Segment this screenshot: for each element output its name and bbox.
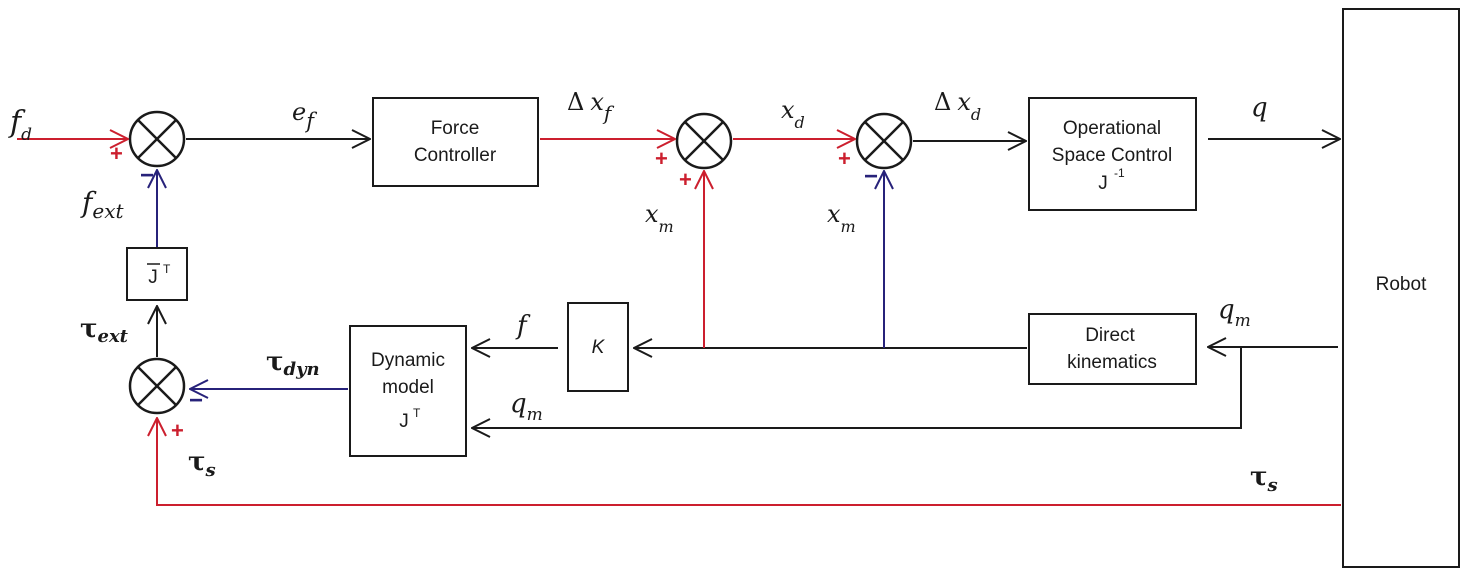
operational-space-control-block: Operational Space Control J -1 xyxy=(1028,97,1197,211)
label-tau-s-2: τs xyxy=(1250,462,1278,496)
plus-sign-fd: + xyxy=(110,141,123,166)
summing-junction-position-1 xyxy=(675,112,733,170)
minus-sign-xm-2: − xyxy=(864,163,878,190)
force-controller-line1: Force xyxy=(431,118,480,139)
dynamic-model-line2: model xyxy=(382,377,434,398)
label-fext: fext xyxy=(80,186,124,223)
qm-to-dynamic-model-arrow xyxy=(472,347,1242,428)
jbar-j: J xyxy=(148,267,158,288)
minus-sign-fext: − xyxy=(140,162,154,189)
plus-sign-delta-xf: + xyxy=(655,146,668,171)
op-space-line1: Operational xyxy=(1063,118,1161,139)
robot-block: Robot xyxy=(1342,8,1460,568)
dynamic-model-line1: Dynamic xyxy=(371,350,445,371)
label-tau-ext: τext xyxy=(80,314,129,347)
gain-k-block: K xyxy=(567,302,629,392)
jbar-transpose-sup: T xyxy=(163,262,171,276)
label-q: q xyxy=(1251,93,1268,123)
minus-sign-tau-dyn: − xyxy=(189,387,203,414)
dynamic-model-j: J xyxy=(399,411,409,432)
label-tau-s-1: τs xyxy=(188,447,216,481)
label-ef: ef xyxy=(292,98,317,133)
robot-label: Robot xyxy=(1376,274,1427,295)
dynamic-model-transpose: T xyxy=(413,406,421,420)
direct-kinematics-block: Direct kinematics xyxy=(1028,313,1197,385)
label-xd: xd xyxy=(781,96,805,132)
gain-k-label: K xyxy=(592,337,606,358)
op-space-line2: Space Control xyxy=(1052,145,1172,166)
force-controller-block: Force Controller xyxy=(372,97,539,187)
label-qm-1: qm xyxy=(1218,295,1251,331)
label-fd: fd xyxy=(8,105,32,145)
plus-sign-xd: + xyxy=(838,146,851,171)
plus-sign-xm-1: + xyxy=(679,167,692,192)
label-xm-1: xm xyxy=(645,200,674,236)
direct-kinematics-line2: kinematics xyxy=(1067,352,1157,373)
label-qm-2: qm xyxy=(510,389,543,425)
dynamic-model-block: Dynamic model J T xyxy=(349,325,467,457)
label-f: f xyxy=(515,311,531,341)
direct-kinematics-line1: Direct xyxy=(1085,325,1135,346)
label-tau-dyn: τdyn xyxy=(266,347,320,380)
plus-sign-tau-s: + xyxy=(171,418,184,443)
op-space-j: J xyxy=(1098,173,1108,194)
force-controller-line2: Controller xyxy=(414,145,497,166)
summing-junction-force xyxy=(128,110,186,168)
jbar-transpose-block: J T xyxy=(126,247,188,301)
label-xm-2: xm xyxy=(827,200,856,236)
tau-s-feedback-arrow xyxy=(157,418,1341,506)
summing-junction-position-2 xyxy=(855,112,913,170)
op-space-inverse: -1 xyxy=(1114,166,1125,180)
summing-junction-torque xyxy=(128,357,186,415)
